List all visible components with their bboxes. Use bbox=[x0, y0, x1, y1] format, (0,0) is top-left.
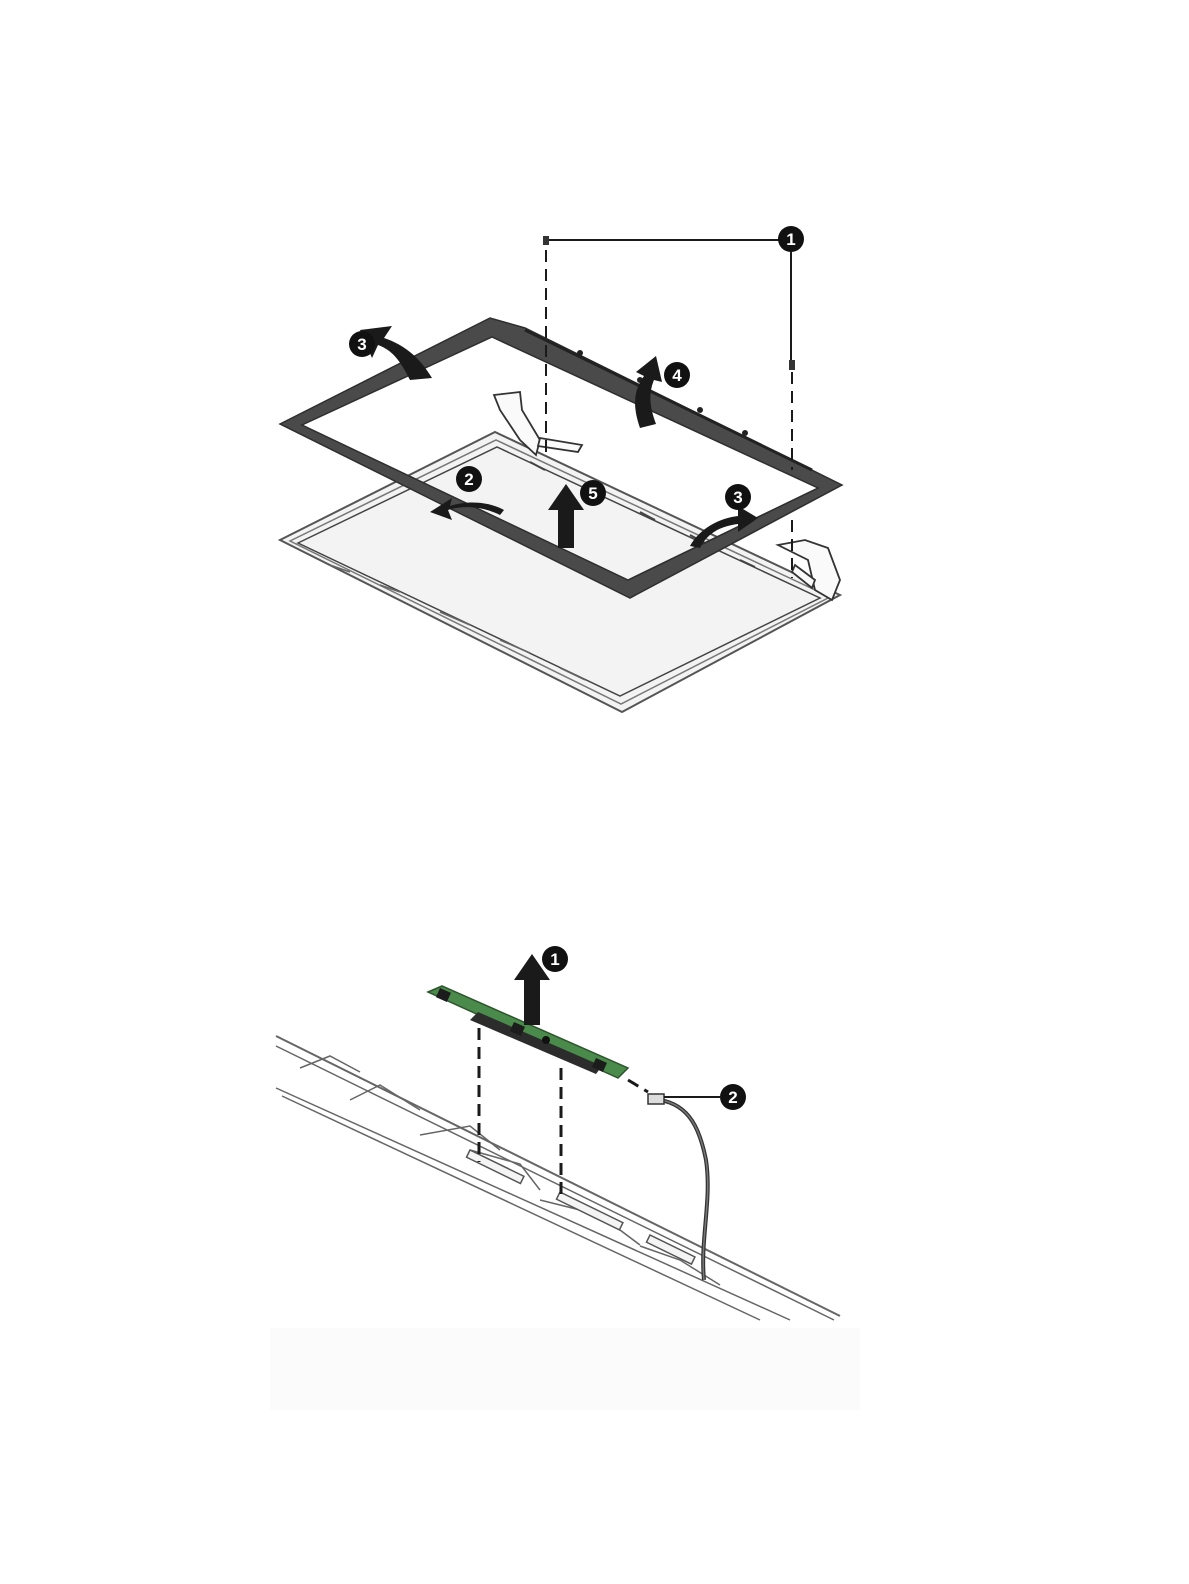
figure-background-band bbox=[270, 1328, 860, 1410]
callout-2: 2 bbox=[456, 466, 482, 492]
display-enclosure bbox=[280, 432, 840, 712]
bezel-removal-diagram: 1 2 3 3 4 5 bbox=[0, 0, 1189, 760]
callout-1: 1 bbox=[778, 226, 804, 252]
svg-text:2: 2 bbox=[464, 470, 473, 489]
callout-3-right: 3 bbox=[725, 484, 751, 510]
svg-text:2: 2 bbox=[728, 1088, 737, 1107]
display-enclosure-edge bbox=[276, 1036, 840, 1320]
callout-2: 2 bbox=[720, 1084, 746, 1110]
svg-text:3: 3 bbox=[357, 335, 366, 354]
callout-1: 1 bbox=[542, 946, 568, 972]
svg-text:1: 1 bbox=[786, 230, 795, 249]
svg-text:1: 1 bbox=[550, 950, 559, 969]
enclosure-detail bbox=[466, 1150, 694, 1264]
svg-text:3: 3 bbox=[733, 488, 742, 507]
svg-text:5: 5 bbox=[588, 484, 597, 503]
callout-5: 5 bbox=[580, 480, 606, 506]
bezel-removal-figure: 1 2 3 3 4 5 bbox=[0, 0, 1189, 760]
callout-4: 4 bbox=[664, 362, 690, 388]
screw-icon bbox=[543, 236, 795, 370]
callout-3-left: 3 bbox=[349, 331, 375, 357]
svg-text:4: 4 bbox=[672, 366, 682, 385]
